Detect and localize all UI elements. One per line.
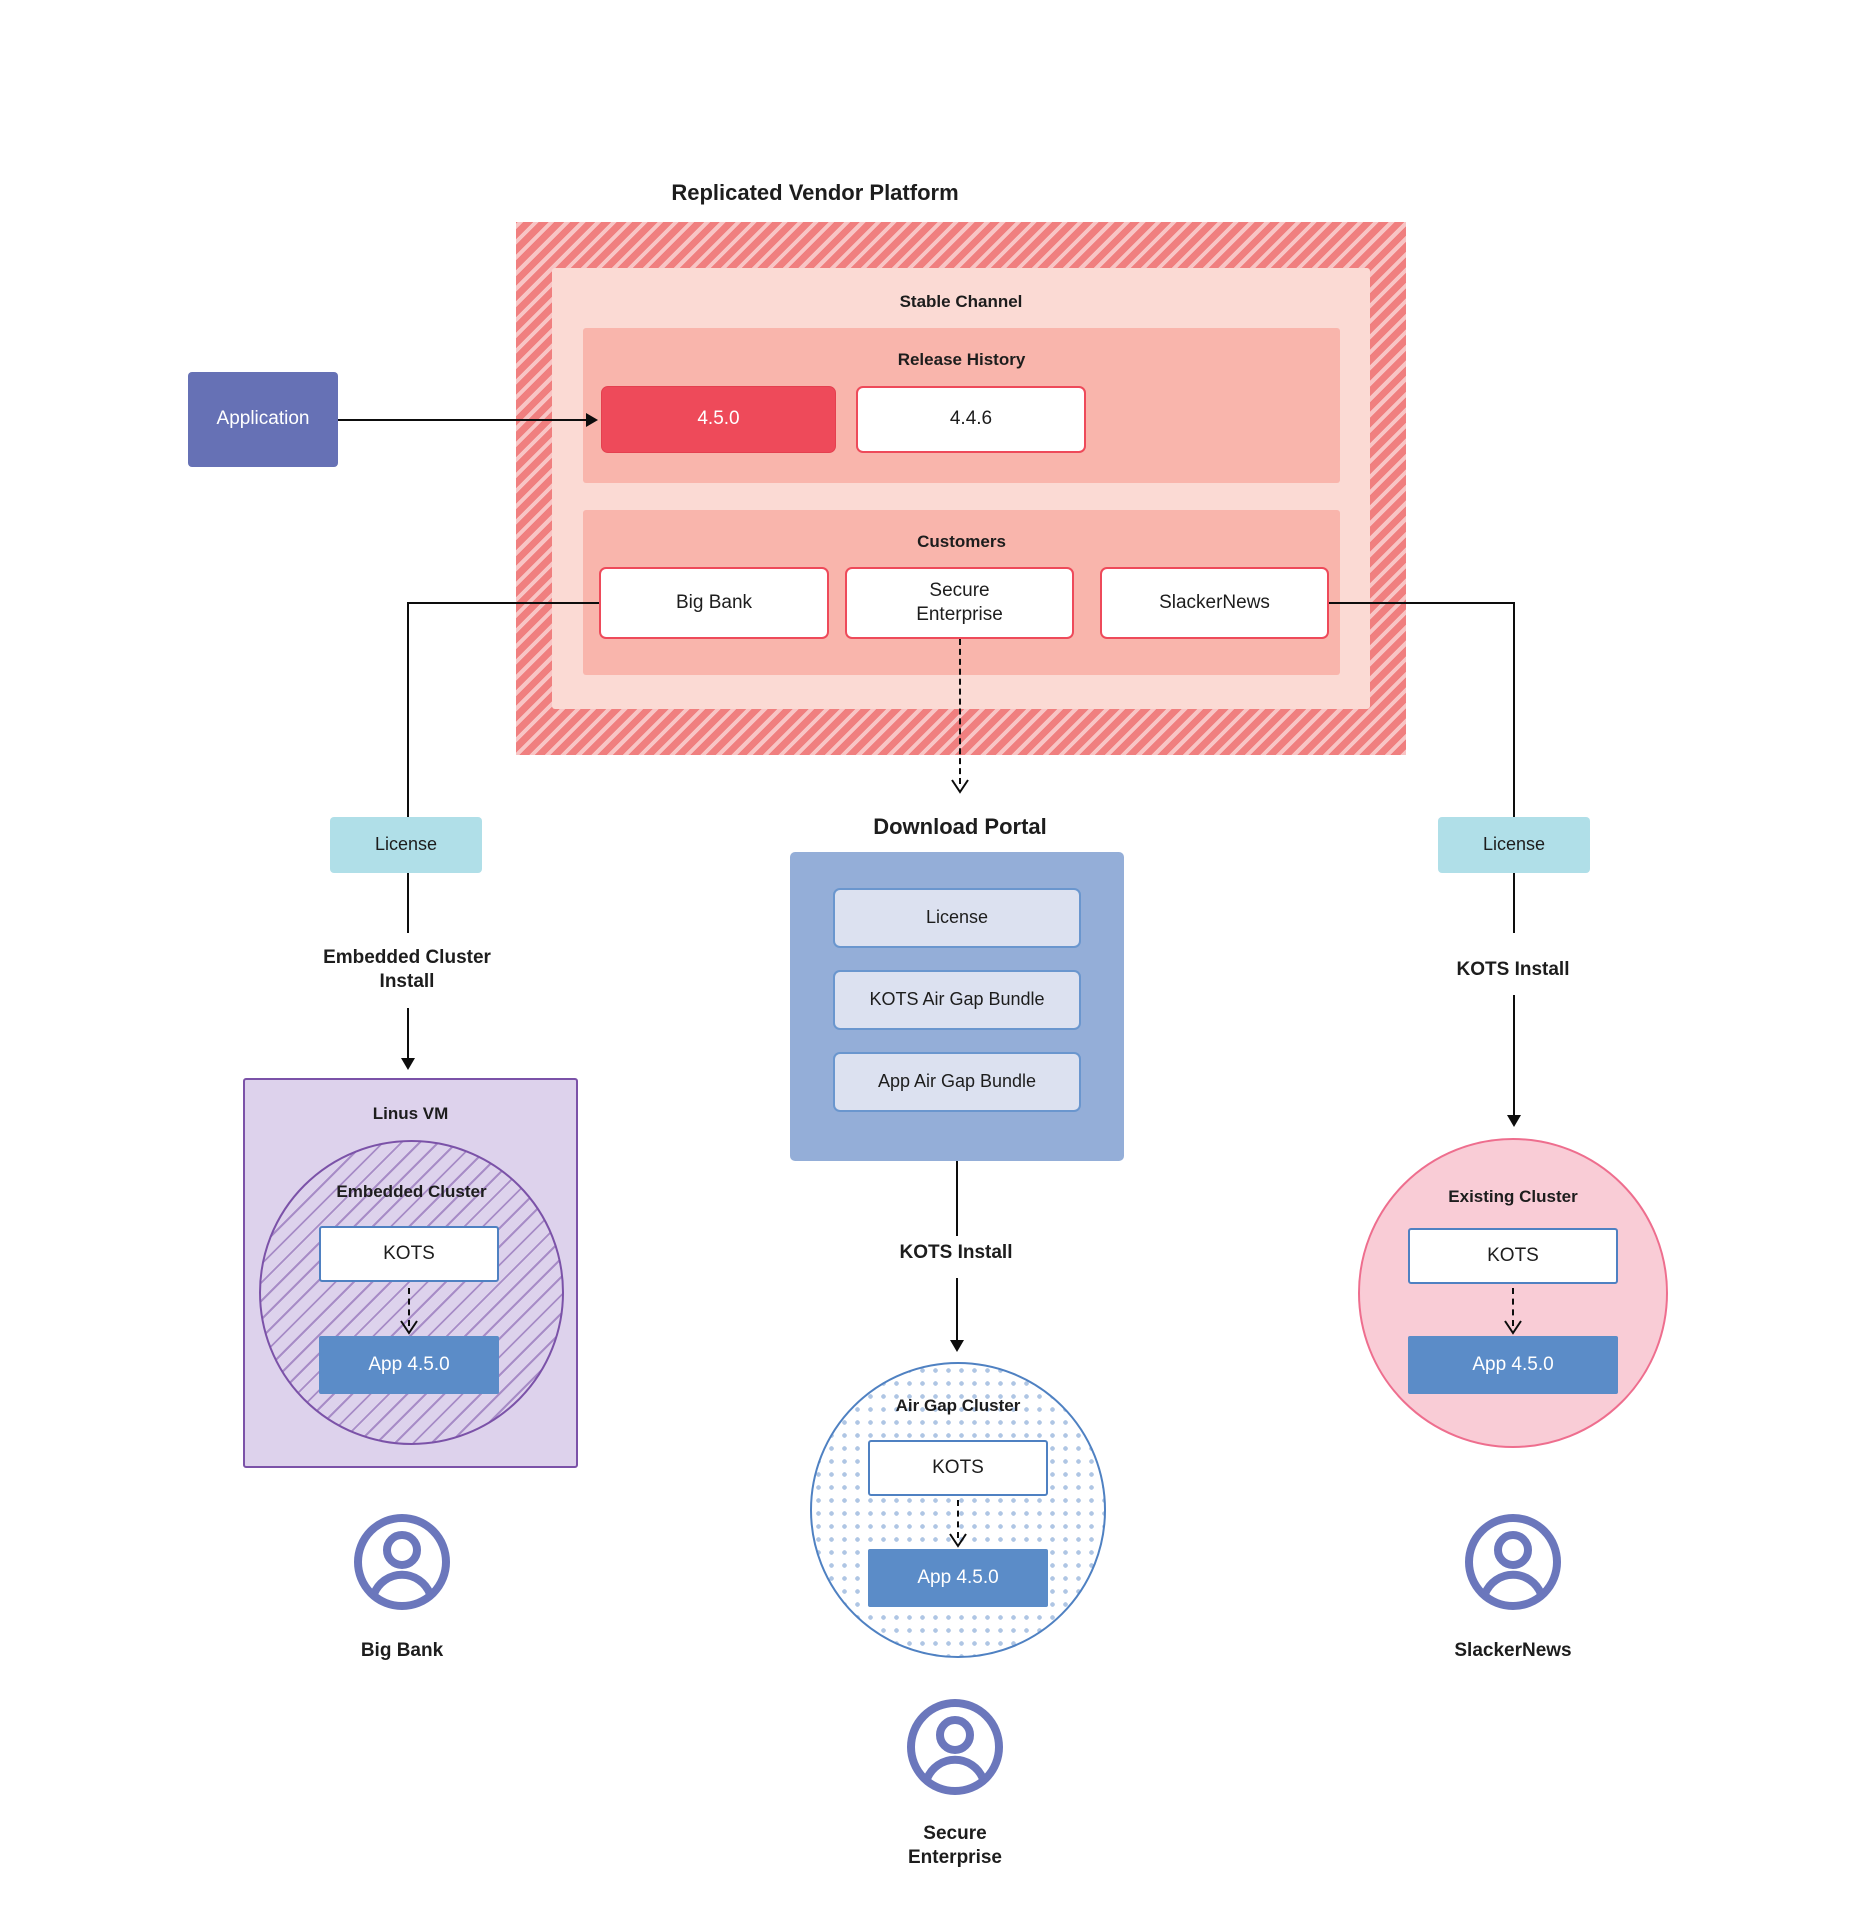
- application-box[interactable]: Application: [188, 372, 338, 467]
- airgap-kots-to-app-line: [957, 1500, 959, 1538]
- customer-label-slackernews: SlackerNews: [1454, 1639, 1572, 1661]
- air-gap-cluster-kots-box[interactable]: KOTS: [868, 1440, 1048, 1496]
- embedded-cluster-title: Embedded Cluster: [336, 1182, 487, 1202]
- avatar-big-bank: [352, 1512, 452, 1612]
- portal-item-license[interactable]: License: [833, 888, 1081, 948]
- slackernews-install-to-cluster-line: [1513, 995, 1515, 1115]
- secure-enterprise-dashed-line: [959, 639, 961, 784]
- slackernews-install-arrowhead: [1507, 1115, 1521, 1127]
- airgap-kots-to-app-arrowhead: [949, 1533, 967, 1548]
- portal-to-install-line: [956, 1161, 958, 1236]
- avatar-slackernews: [1463, 1512, 1563, 1612]
- secure-enterprise-dashed-arrowhead: [951, 779, 969, 794]
- customer-label-secure-enterprise: Secure Enterprise: [908, 1823, 1002, 1869]
- existing-cluster-title: Existing Cluster: [1448, 1187, 1578, 1207]
- embedded-kots-to-app-arrowhead: [400, 1320, 418, 1335]
- big-bank-branch-horizontal: [407, 602, 599, 604]
- release-4-4-6[interactable]: 4.4.6: [856, 386, 1086, 453]
- release-history-title: Release History: [897, 350, 1026, 370]
- slackernews-license-to-install-line: [1513, 873, 1515, 933]
- big-bank-license-to-install-line: [407, 873, 409, 933]
- air-gap-cluster-circle: [810, 1362, 1106, 1658]
- install-to-airgap-cluster-arrowhead: [950, 1340, 964, 1352]
- embedded-cluster-app-box[interactable]: App 4.5.0: [319, 1336, 499, 1394]
- existing-cluster-kots-box[interactable]: KOTS: [1408, 1228, 1618, 1284]
- stable-channel-title: Stable Channel: [899, 292, 1023, 312]
- portal-item-kots-air-gap-bundle[interactable]: KOTS Air Gap Bundle: [833, 970, 1081, 1030]
- customer-box-secure-enterprise[interactable]: Secure Enterprise: [845, 567, 1074, 639]
- existing-kots-to-app-line: [1512, 1288, 1514, 1326]
- air-gap-cluster-app-box[interactable]: App 4.5.0: [868, 1549, 1048, 1607]
- existing-kots-to-app-arrowhead: [1504, 1320, 1522, 1335]
- embedded-cluster-kots-box[interactable]: KOTS: [319, 1226, 499, 1282]
- platform-title: Replicated Vendor Platform: [671, 179, 959, 205]
- big-bank-branch-vertical: [407, 602, 409, 817]
- customer-label-big-bank: Big Bank: [360, 1639, 444, 1661]
- avatar-secure-enterprise: [905, 1697, 1005, 1797]
- release-4-5-0[interactable]: 4.5.0: [601, 386, 836, 453]
- existing-cluster-app-box[interactable]: App 4.5.0: [1408, 1336, 1618, 1394]
- application-to-release-connector: [338, 419, 586, 421]
- embedded-cluster-install-label: Embedded Cluster Install: [323, 946, 491, 992]
- slackernews-branch-horizontal: [1329, 602, 1515, 604]
- license-chip-big-bank[interactable]: License: [330, 817, 482, 873]
- customer-box-slackernews[interactable]: SlackerNews: [1100, 567, 1329, 639]
- customers-title: Customers: [917, 532, 1006, 552]
- embedded-cluster-circle: [259, 1140, 564, 1445]
- big-bank-install-to-vm-line: [407, 1008, 409, 1058]
- customer-box-big-bank[interactable]: Big Bank: [599, 567, 829, 639]
- portal-item-app-air-gap-bundle[interactable]: App Air Gap Bundle: [833, 1052, 1081, 1112]
- download-portal-title: Download Portal: [873, 813, 1047, 839]
- license-chip-slackernews[interactable]: License: [1438, 817, 1590, 873]
- air-gap-cluster-title: Air Gap Cluster: [895, 1396, 1021, 1416]
- linux-vm-title: Linus VM: [372, 1104, 449, 1124]
- center-kots-install-label: KOTS Install: [899, 1241, 1013, 1263]
- embedded-kots-to-app-line: [408, 1288, 410, 1326]
- big-bank-install-arrowhead: [401, 1058, 415, 1070]
- right-kots-install-label: KOTS Install: [1456, 958, 1570, 980]
- application-to-release-arrowhead: [586, 413, 598, 427]
- install-to-airgap-cluster-line: [956, 1278, 958, 1340]
- slackernews-branch-vertical: [1513, 602, 1515, 817]
